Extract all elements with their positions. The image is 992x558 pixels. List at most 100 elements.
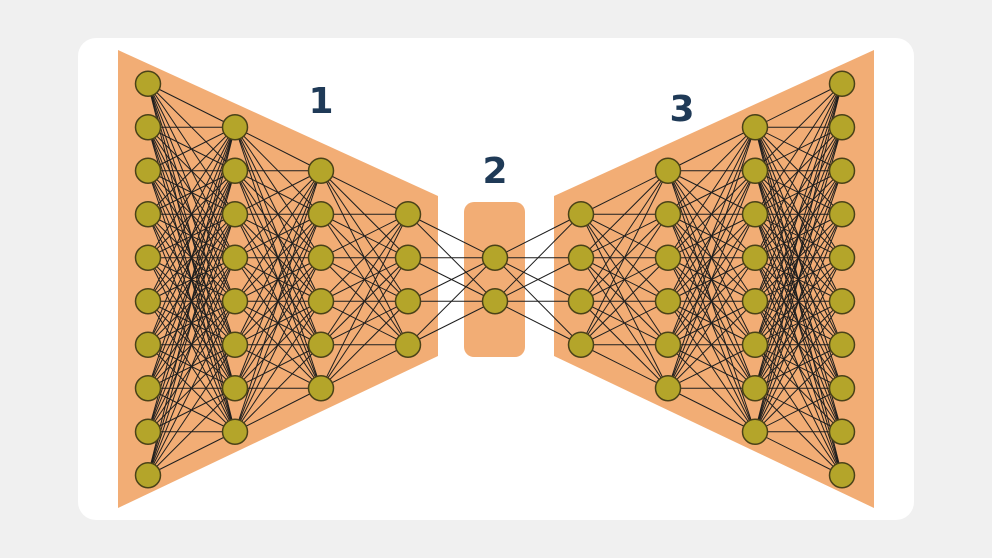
edge-l5-3-5: [580, 344, 669, 389]
edge-l0-3-0: [147, 126, 236, 215]
neuron-l6-n4: [654, 331, 682, 358]
neuron-l0-n2: [134, 157, 162, 184]
neuron-l3-n2: [394, 288, 422, 315]
edge-l6-5-5: [667, 344, 756, 389]
edge-l7-7-0: [754, 83, 843, 432]
edge-l3-3-0: [407, 257, 496, 346]
neuron-l0-n9: [134, 462, 162, 489]
neuron-l0-n4: [134, 244, 162, 271]
edge-l5-3-2: [580, 257, 669, 346]
neuron-l0-n7: [134, 375, 162, 402]
edge-l2-5-2: [320, 300, 409, 389]
edge-l0-6-0: [147, 127, 236, 345]
decoder-section: [554, 50, 874, 508]
neuron-l2-n0: [307, 157, 335, 184]
neuron-l0-n3: [134, 201, 162, 228]
edge-l1-7-1: [234, 214, 322, 432]
neuron-l3-n3: [394, 331, 422, 358]
neuron-l7-n4: [741, 288, 769, 315]
bottleneck-section: [464, 202, 525, 357]
edge-l1-6-0: [234, 170, 322, 389]
edge-l1-2-0: [234, 170, 322, 215]
edge-l0-9-3: [147, 257, 236, 476]
section-label-2: 2: [482, 151, 507, 192]
section-label-1: 1: [308, 81, 333, 122]
neuron-l1-n0: [221, 114, 249, 141]
edge-l7-7-1: [754, 127, 843, 432]
neuron-l8-n8: [828, 418, 856, 445]
neuron-l0-n1: [134, 114, 162, 141]
edge-l7-0-0: [754, 83, 843, 128]
edge-l0-9-5: [147, 344, 236, 476]
edge-l1-7-0: [234, 170, 322, 432]
edge-l7-7-7: [754, 387, 843, 433]
neuron-l4-n1: [481, 288, 509, 315]
neuron-l2-n3: [307, 288, 335, 315]
edge-l4-0-0: [494, 213, 582, 259]
edge-l0-9-1: [147, 170, 236, 476]
edge-l2-2-0: [320, 213, 409, 259]
neuron-l8-n4: [828, 244, 856, 271]
neuron-l2-n1: [307, 201, 335, 228]
neuron-l0-n6: [134, 331, 162, 358]
edge-l0-9-6: [147, 387, 236, 476]
edge-l0-7-0: [147, 127, 236, 389]
neuron-l3-n0: [394, 201, 422, 228]
edge-l6-1-0: [667, 126, 756, 215]
edge-l5-1-0: [580, 170, 669, 259]
neuron-l6-n1: [654, 201, 682, 228]
neuron-l3-n1: [394, 244, 422, 271]
edge-l1-7-4: [234, 344, 322, 433]
neuron-l6-n3: [654, 288, 682, 315]
neuron-l8-n6: [828, 331, 856, 358]
edge-l3-2-0: [407, 257, 496, 302]
edge-l7-3-0: [754, 83, 843, 258]
neuron-l7-n6: [741, 375, 769, 402]
edge-l1-7-3: [234, 300, 322, 433]
edge-l7-7-3: [754, 214, 843, 432]
edge-l7-7-4: [754, 257, 843, 432]
edge-l0-9-2: [147, 214, 236, 476]
edge-l2-4-0: [320, 213, 409, 346]
connection-edges: [147, 83, 843, 476]
neuron-l7-n7: [741, 418, 769, 445]
neuron-l0-n0: [134, 70, 162, 97]
neuron-nodes: [134, 70, 856, 489]
edge-l2-3-0: [320, 213, 409, 302]
neuron-l0-n5: [134, 288, 162, 315]
neuron-l7-n0: [741, 114, 769, 141]
edge-l0-2-0: [147, 126, 236, 172]
neuron-l1-n2: [221, 201, 249, 228]
edge-l7-6-0: [754, 83, 843, 389]
edge-l7-2-0: [754, 83, 843, 215]
edge-l6-5-1: [667, 170, 756, 389]
edge-l5-3-1: [580, 213, 669, 346]
edge-l2-0-0: [320, 170, 409, 215]
edge-l5-3-0: [580, 170, 669, 345]
edge-l7-5-0: [754, 83, 843, 345]
section-label-3: 3: [669, 89, 694, 130]
edge-l7-7-6: [754, 344, 843, 433]
edge-l6-5-7: [667, 387, 756, 433]
edge-l0-9-4: [147, 301, 236, 476]
edge-l1-0-0: [234, 126, 322, 172]
neuron-l8-n7: [828, 375, 856, 402]
edge-l6-3-0: [667, 127, 756, 302]
edge-l0-0-0: [147, 83, 236, 128]
neuron-l8-n5: [828, 288, 856, 315]
edge-l3-3-1: [407, 300, 496, 346]
neuron-l7-n2: [741, 201, 769, 228]
edge-l7-7-9: [754, 431, 843, 476]
neuron-l6-n5: [654, 375, 682, 402]
neuron-l1-n4: [221, 288, 249, 315]
neuron-l1-n5: [221, 331, 249, 358]
neuron-l1-n7: [221, 418, 249, 445]
neuron-l8-n9: [828, 462, 856, 489]
edge-l6-0-0: [667, 126, 756, 172]
neuron-l2-n5: [307, 375, 335, 402]
edge-l6-2-0: [667, 126, 756, 259]
edge-l6-5-0: [667, 127, 756, 389]
neuron-l6-n2: [654, 244, 682, 271]
edge-l1-3-0: [234, 170, 322, 259]
